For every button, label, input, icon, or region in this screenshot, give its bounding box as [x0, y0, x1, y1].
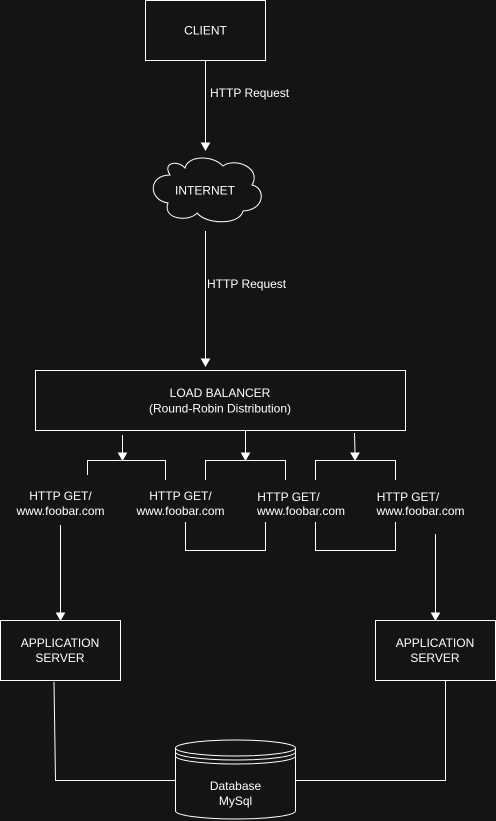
request-to-app-right-arrowhead: [430, 612, 441, 622]
lb-split-arrowhead-3: [350, 452, 360, 462]
database-cylinder: [175, 739, 296, 820]
app-right-to-db-edge: [296, 680, 446, 781]
request-label-1: HTTP GET/ www.foobar.com: [15, 489, 104, 518]
app-server-left-label-line1: APPLICATION: [21, 636, 99, 650]
request-2-method: HTTP GET/: [149, 489, 212, 503]
client-box: [145, 0, 266, 61]
request-bracket-1: [87, 460, 166, 480]
database-engine-label: MySql: [219, 794, 252, 808]
app-server-right-box: [375, 620, 496, 681]
request-1-host: www.foobar.com: [15, 504, 104, 518]
internet-to-lb-label: HTTP Request: [207, 277, 287, 291]
lb-split-arrowhead-2: [240, 452, 251, 462]
internet-cloud-shape: [152, 157, 262, 223]
app-server-right-node: APPLICATION SERVER: [375, 620, 496, 681]
app-server-left-node: APPLICATION SERVER: [0, 620, 121, 681]
app-server-left-box: [0, 620, 121, 681]
app-server-right-label-line2: SERVER: [410, 651, 459, 665]
request-label-2: HTTP GET/ www.foobar.com: [135, 489, 224, 518]
load-balancer-sublabel: (Round-Robin Distribution): [149, 402, 291, 416]
request-bracket-2-top: [205, 460, 286, 480]
request-label-3: HTTP GET/ www.foobar.com: [256, 490, 345, 518]
internet-label: INTERNET: [175, 184, 236, 198]
app-server-right-label-line1: APPLICATION: [396, 636, 474, 650]
database-label: Database: [210, 779, 262, 793]
lb-split-arrow-3: [354, 432, 356, 454]
request-bracket-3-bottom: [315, 522, 396, 551]
load-balancer-box: [35, 370, 406, 431]
database-rim-3: [175, 755, 296, 765]
request-3-method: HTTP GET/: [257, 490, 320, 504]
request-4-method: HTTP GET/: [377, 490, 440, 504]
load-balancer-node: LOAD BALANCER (Round-Robin Distribution): [35, 370, 406, 431]
client-node: CLIENT: [145, 0, 266, 61]
database-rim-1: [175, 747, 296, 757]
request-2-host: www.foobar.com: [135, 504, 224, 518]
request-1-method: HTTP GET/: [29, 489, 92, 503]
app-left-to-db-edge: [53, 681, 176, 781]
lb-split-arrowhead-1: [117, 452, 128, 462]
request-bracket-3-top: [315, 460, 396, 480]
internet-to-lb-arrowhead: [200, 358, 211, 368]
client-to-internet-label: HTTP Request: [210, 86, 290, 100]
app-server-left-label-line2: SERVER: [35, 651, 84, 665]
request-3-host: www.foobar.com: [256, 504, 345, 518]
client-label: CLIENT: [184, 24, 227, 38]
request-label-4: HTTP GET/ www.foobar.com: [375, 490, 464, 518]
client-to-internet-arrowhead: [200, 142, 211, 152]
internet-node: INTERNET: [152, 157, 262, 223]
connectors: [53, 61, 446, 781]
request-to-app-left-arrowhead: [55, 612, 66, 622]
request-4-host: www.foobar.com: [375, 504, 464, 518]
database-rim-2: [175, 751, 296, 761]
internet-to-lb-label-backing: [206, 276, 288, 292]
load-balancer-label: LOAD BALANCER: [170, 386, 271, 400]
database-node: Database MySql: [175, 739, 296, 820]
request-bracket-2-bottom: [185, 522, 266, 551]
